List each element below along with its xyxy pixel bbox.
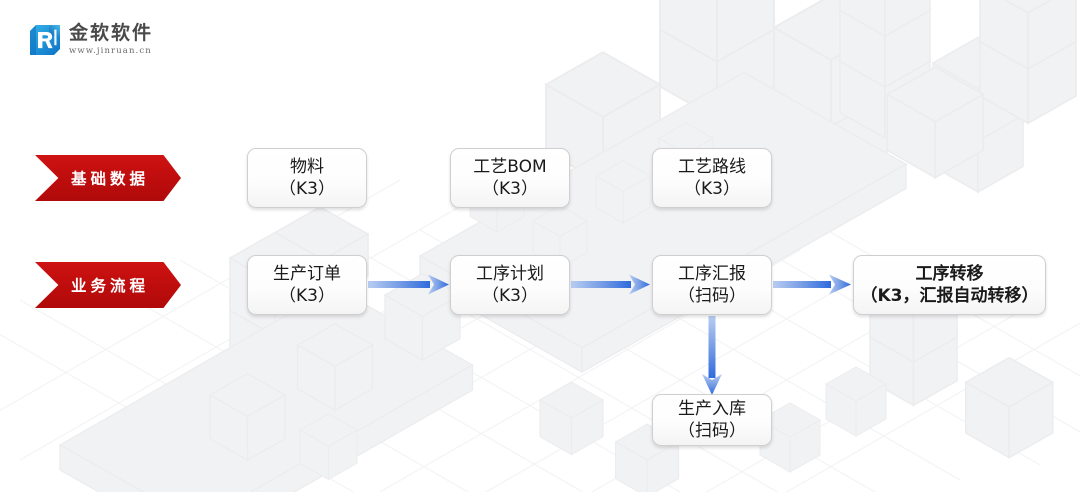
node-operation-plan-line2: （K3） <box>482 286 538 306</box>
arrow-plan-to-report <box>571 274 650 295</box>
banner-basic-data: 基础数据 <box>35 155 181 201</box>
node-production-order-line2: （K3） <box>279 286 335 306</box>
arrow-report-to-transfer <box>773 274 851 295</box>
brand-url: www.jinruan.cn <box>69 45 152 56</box>
brand-name: 金软软件 <box>69 22 154 44</box>
jinruan-logo-icon <box>30 25 60 56</box>
node-operation-report-line2: （扫码） <box>678 286 746 306</box>
node-process-route-line2: （K3） <box>684 179 740 199</box>
arrow-report-to-stockin <box>702 316 722 395</box>
node-material[interactable]: 物料 （K3） <box>247 148 367 208</box>
node-operation-report-line1: 工序汇报 <box>678 263 746 284</box>
node-operation-transfer-line2: （K3，汇报自动转移） <box>860 286 1039 306</box>
banner-business-process: 业务流程 <box>35 262 181 308</box>
node-production-order[interactable]: 生产订单 （K3） <box>247 255 367 315</box>
arrow-order-to-plan <box>368 274 449 295</box>
node-operation-transfer[interactable]: 工序转移 （K3，汇报自动转移） <box>853 255 1046 315</box>
node-production-order-line1: 生产订单 <box>273 263 341 284</box>
node-material-line1: 物料 <box>290 156 324 177</box>
node-production-stock-in-line1: 生产入库 <box>678 398 746 419</box>
node-process-bom-line1: 工艺BOM <box>473 156 547 177</box>
node-process-bom[interactable]: 工艺BOM （K3） <box>450 148 570 208</box>
brand-logo: 金软软件 www.jinruan.cn <box>30 22 154 56</box>
node-material-line2: （K3） <box>279 179 335 199</box>
node-process-route[interactable]: 工艺路线 （K3） <box>652 148 772 208</box>
node-process-route-line1: 工艺路线 <box>678 156 746 177</box>
node-process-bom-line2: （K3） <box>482 179 538 199</box>
node-operation-plan-line1: 工序计划 <box>476 263 544 284</box>
node-operation-report[interactable]: 工序汇报 （扫码） <box>652 255 772 315</box>
node-operation-plan[interactable]: 工序计划 （K3） <box>450 255 570 315</box>
node-production-stock-in[interactable]: 生产入库 （扫码） <box>652 394 772 446</box>
node-production-stock-in-line2: （扫码） <box>678 421 746 441</box>
node-operation-transfer-line1: 工序转移 <box>915 263 984 284</box>
